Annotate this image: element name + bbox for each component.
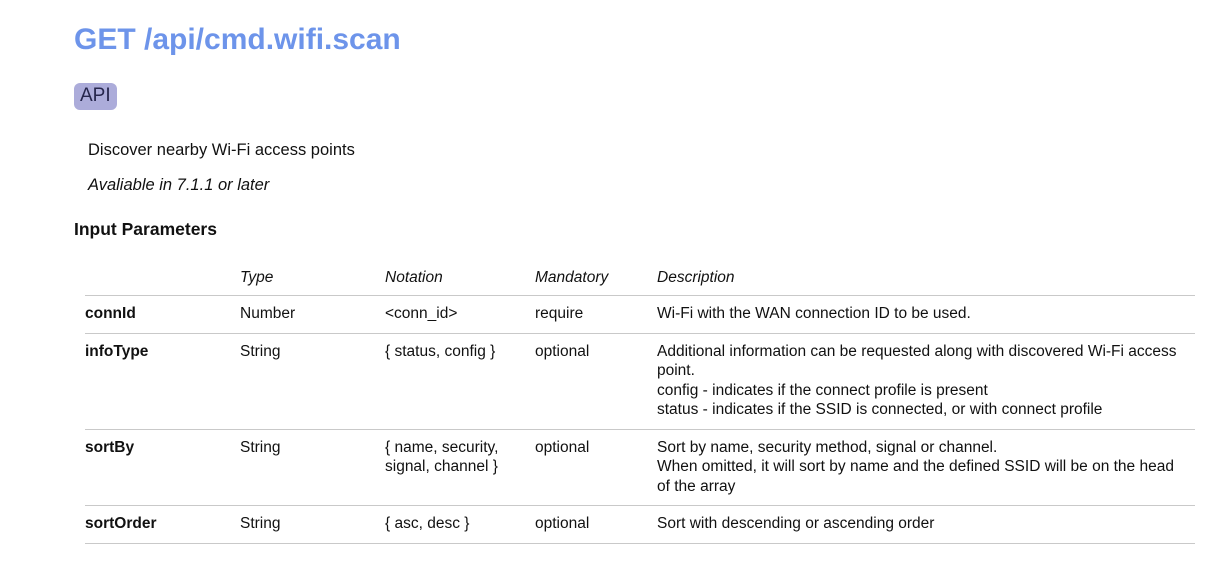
input-parameters-heading: Input Parameters [74, 218, 217, 239]
api-badge: API [74, 82, 117, 110]
param-notation: { asc, desc } [385, 505, 535, 544]
param-notation: { status, config } [385, 333, 535, 430]
page-title: GET /api/cmd.wifi.scan [74, 23, 401, 56]
param-mandatory: optional [535, 505, 657, 544]
param-mandatory: optional [535, 333, 657, 430]
param-name: sortBy [85, 429, 240, 506]
parameters-table: Type Notation Mandatory Description conn… [85, 267, 1195, 544]
param-type: String [240, 505, 385, 544]
param-type: String [240, 429, 385, 506]
param-type: Number [240, 295, 385, 334]
doc-content: GET /api/cmd.wifi.scan API Discover near… [74, 23, 1195, 544]
param-notation: <conn_id> [385, 295, 535, 334]
column-header-notation: Notation [385, 267, 535, 296]
param-description: Sort by name, security method, signal or… [657, 429, 1195, 506]
column-header-name [85, 267, 240, 296]
column-header-type: Type [240, 267, 385, 296]
param-description: Sort with descending or ascending order [657, 505, 1195, 544]
param-description: Additional information can be requested … [657, 333, 1195, 430]
availability-note: Avaliable in 7.1.1 or later [88, 175, 270, 194]
column-header-mandatory: Mandatory [535, 267, 657, 296]
param-mandatory: require [535, 295, 657, 334]
param-name: infoType [85, 333, 240, 430]
param-name: connId [85, 295, 240, 334]
param-notation: { name, security, signal, channel } [385, 429, 535, 506]
column-header-description: Description [657, 267, 1195, 296]
param-type: String [240, 333, 385, 430]
endpoint-summary: Discover nearby Wi-Fi access points [88, 140, 355, 159]
param-mandatory: optional [535, 429, 657, 506]
table-header-row: Type Notation Mandatory Description [85, 267, 1195, 296]
param-description: Wi-Fi with the WAN connection ID to be u… [657, 295, 1195, 334]
param-name: sortOrder [85, 505, 240, 544]
